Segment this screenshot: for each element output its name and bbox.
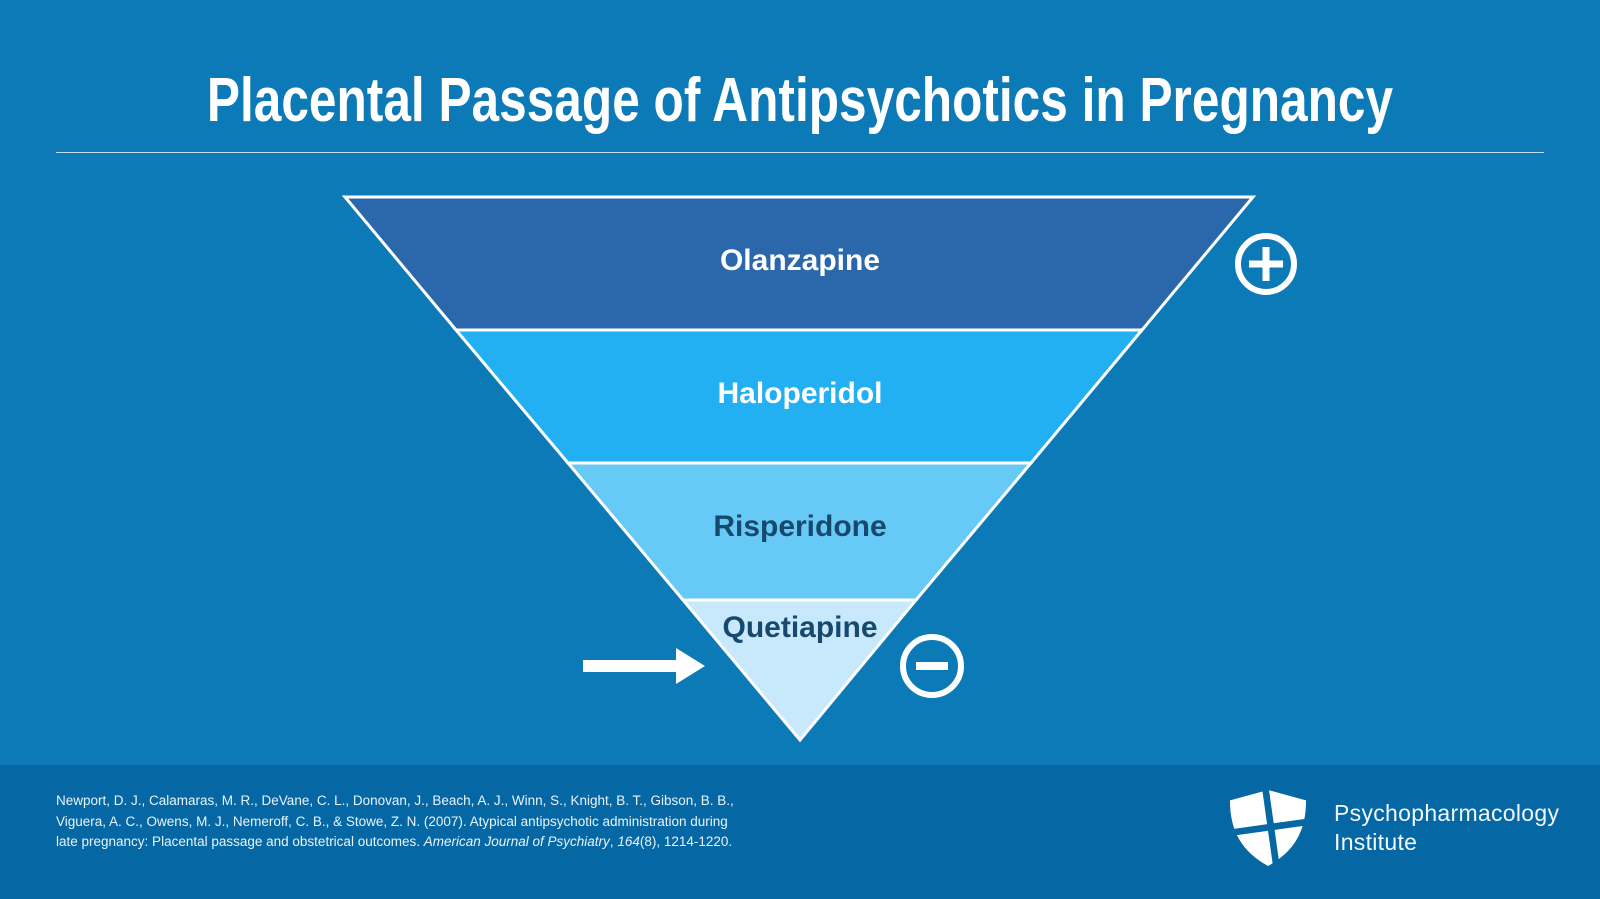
funnel-layer-quetiapine bbox=[679, 598, 920, 743]
funnel-label-olanzapine: Olanzapine bbox=[720, 244, 880, 277]
title-divider bbox=[56, 152, 1544, 153]
citation-pages: (8), 1214-1220. bbox=[639, 834, 733, 849]
plus-icon bbox=[1235, 233, 1297, 295]
brand-logo: Psychopharmacology Institute bbox=[1228, 789, 1559, 867]
arrow-right-icon bbox=[583, 648, 705, 684]
brand-name-line1: Psychopharmacology bbox=[1334, 800, 1560, 826]
footer: Newport, D. J., Calamaras, M. R., DeVane… bbox=[0, 765, 1600, 899]
citation-line2: Viguera, A. C., Owens, M. J., Nemeroff, … bbox=[56, 813, 728, 829]
citation: Newport, D. J., Calamaras, M. R., DeVane… bbox=[56, 793, 734, 849]
citation-journal: American Journal of Psychiatry bbox=[423, 834, 610, 849]
page-title: Placental Passage of Antipsychotics in P… bbox=[206, 66, 1394, 135]
citation-line1: Newport, D. J., Calamaras, M. R., DeVane… bbox=[56, 793, 734, 808]
minus-icon bbox=[900, 634, 964, 698]
funnel-label-risperidone: Risperidone bbox=[713, 510, 886, 543]
funnel-label-quetiapine: Quetiapine bbox=[722, 611, 877, 644]
citation-volume: 164 bbox=[617, 834, 640, 849]
brand-name: Psychopharmacology Institute bbox=[1334, 799, 1559, 857]
funnel-label-haloperidol: Haloperidol bbox=[717, 377, 882, 410]
citation-line3: late pregnancy: Placental passage and ob… bbox=[56, 834, 424, 849]
shield-cross-icon bbox=[1228, 789, 1308, 867]
brand-name-line2: Institute bbox=[1334, 829, 1418, 855]
